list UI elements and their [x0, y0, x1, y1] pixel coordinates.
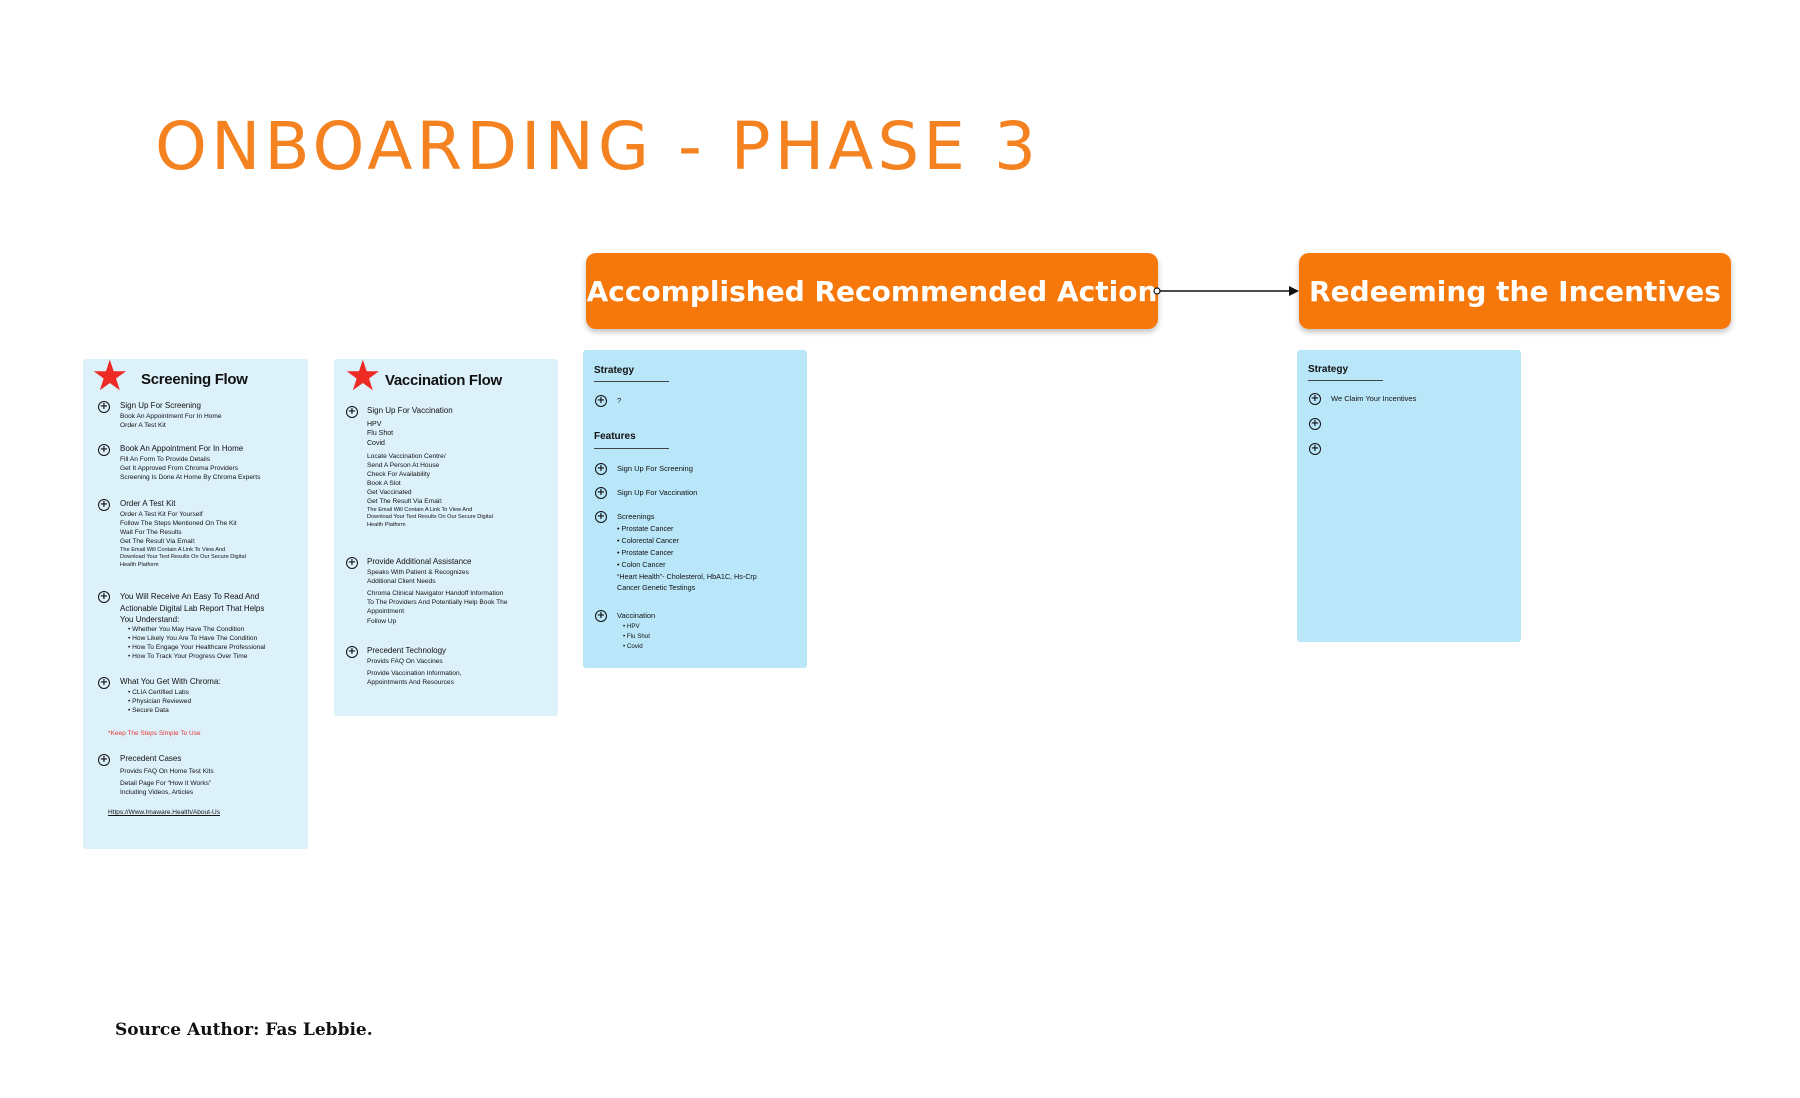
plus-circle-icon[interactable]: + — [346, 557, 358, 569]
plus-circle-icon[interactable]: + — [1309, 393, 1321, 405]
features-label: Features — [594, 431, 636, 442]
plus-circle-icon[interactable]: + — [1309, 443, 1321, 455]
strategy-label: Strategy — [1308, 364, 1349, 375]
about-us-link[interactable]: Https://Www.Imaware.Health/About-Us — [108, 809, 220, 816]
flow-box-accomplished: Accomplished Recommended Action — [586, 253, 1158, 329]
plus-circle-icon[interactable]: + — [98, 591, 110, 603]
strategy-label: Strategy — [594, 365, 635, 376]
plus-circle-icon[interactable]: + — [595, 511, 607, 523]
strategy-incentives-card: Strategy + We Claim Your Incentives + + — [1297, 350, 1521, 642]
plus-circle-icon[interactable]: + — [595, 395, 607, 407]
plus-circle-icon[interactable]: + — [595, 610, 607, 622]
divider — [594, 448, 669, 449]
plus-circle-icon[interactable]: + — [346, 646, 358, 658]
plus-circle-icon[interactable]: + — [346, 406, 358, 418]
plus-circle-icon[interactable]: + — [98, 444, 110, 456]
source-author: Source Author: Fas Lebbie. — [115, 1020, 373, 1040]
plus-circle-icon[interactable]: + — [98, 677, 110, 689]
card-title: Screening Flow — [141, 371, 248, 388]
plus-circle-icon[interactable]: + — [98, 401, 110, 413]
flow-box-redeeming: Redeeming the Incentives — [1299, 253, 1731, 329]
plus-circle-icon[interactable]: + — [595, 463, 607, 475]
screening-flow-card: ★ Screening Flow + Sign Up For Screening… — [83, 355, 308, 849]
divider — [1308, 380, 1383, 381]
strategy-features-card: Strategy + ? Features + Sign Up For Scre… — [583, 350, 807, 668]
star-icon: ★ — [344, 351, 382, 400]
divider — [594, 381, 669, 382]
plus-circle-icon[interactable]: + — [98, 754, 110, 766]
vaccination-flow-card: ★ Vaccination Flow + Sign Up For Vaccina… — [334, 355, 558, 716]
card-title: Vaccination Flow — [385, 372, 502, 389]
flow-arrow — [1153, 286, 1299, 296]
star-icon: ★ — [91, 351, 129, 400]
plus-circle-icon[interactable]: + — [98, 499, 110, 511]
plus-circle-icon[interactable]: + — [595, 487, 607, 499]
note-text: *Keep The Steps Simple To Use — [108, 730, 201, 737]
plus-circle-icon[interactable]: + — [1309, 418, 1321, 430]
page-title: ONBOARDING - PHASE 3 — [155, 108, 1040, 185]
